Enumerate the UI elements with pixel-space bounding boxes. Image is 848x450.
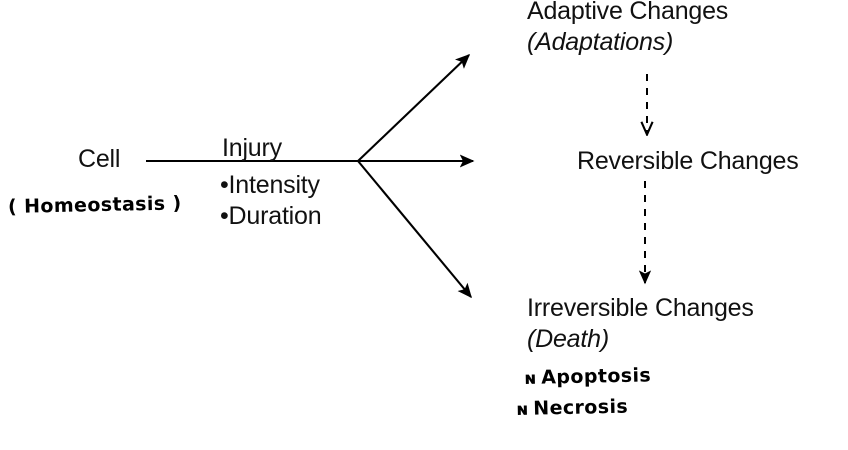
adaptive-changes-subtitle: (Adaptations) (527, 28, 674, 56)
irreversible-changes-subtitle: (Death) (527, 325, 609, 353)
outcome-reversible-changes: Reversible Changes (577, 146, 799, 176)
adaptive-changes-title: Adaptive Changes (527, 0, 729, 25)
injury-factor-duration: •Duration (220, 202, 322, 230)
injury-label: Injury (222, 134, 282, 162)
branch-arrow-adaptive (357, 53, 471, 162)
hand-bullet-icon: и (523, 368, 537, 389)
death-mode-necrosis-label: Necrosis (533, 395, 629, 420)
outcome-adaptive-changes: Adaptive Changes (Adaptations) (527, 0, 728, 57)
homeostasis-annotation: ( Homeostasis ) (7, 192, 182, 218)
branch-arrow-irreversible (357, 160, 472, 299)
injury-factor-intensity: •Intensity (220, 171, 320, 199)
outcome-irreversible-changes: Irreversible Changes (Death) (527, 293, 754, 354)
reversible-changes-title: Reversible Changes (577, 147, 799, 175)
irreversible-changes-title: Irreversible Changes (527, 294, 754, 322)
injury-factors-list: •Intensity •Duration (220, 170, 322, 232)
hand-bullet-icon: и (515, 399, 529, 420)
cell-label: Cell (78, 145, 121, 173)
death-mode-apoptosis-label: Apoptosis (541, 364, 652, 389)
